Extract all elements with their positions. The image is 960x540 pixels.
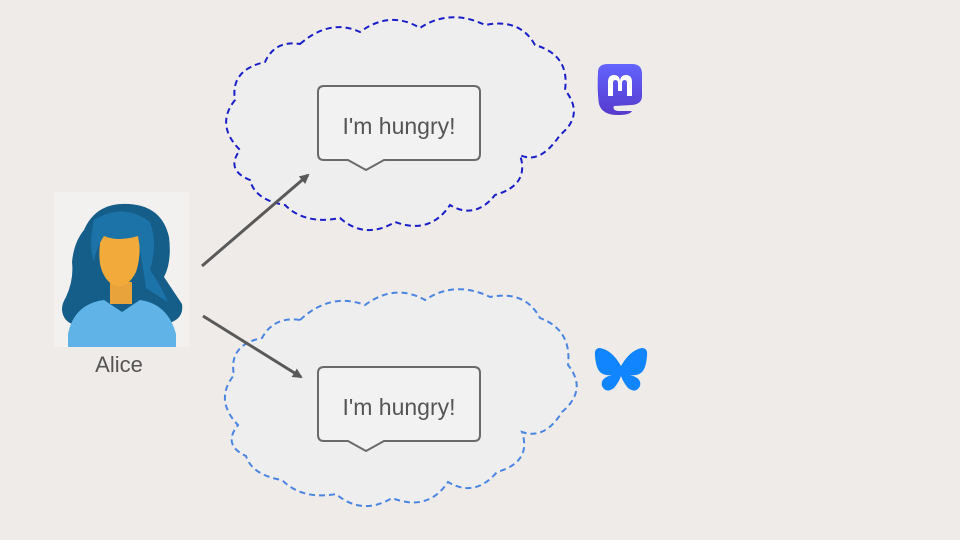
person-name-label: Alice: [95, 352, 143, 377]
mastodon-post-text: I'm hungry!: [342, 113, 456, 139]
bluesky-speech-bubble: [317, 366, 481, 453]
person-avatar-icon: [62, 203, 183, 347]
mastodon-speech-bubble: [317, 85, 481, 172]
bluesky-post-text: I'm hungry!: [342, 394, 456, 420]
arrow-to-bluesky: [202, 314, 303, 379]
mastodon-logo-icon: [594, 62, 646, 121]
avatar: [54, 192, 189, 347]
arrow-to-mastodon: [201, 173, 310, 268]
bluesky-butterfly-icon: [594, 346, 648, 399]
